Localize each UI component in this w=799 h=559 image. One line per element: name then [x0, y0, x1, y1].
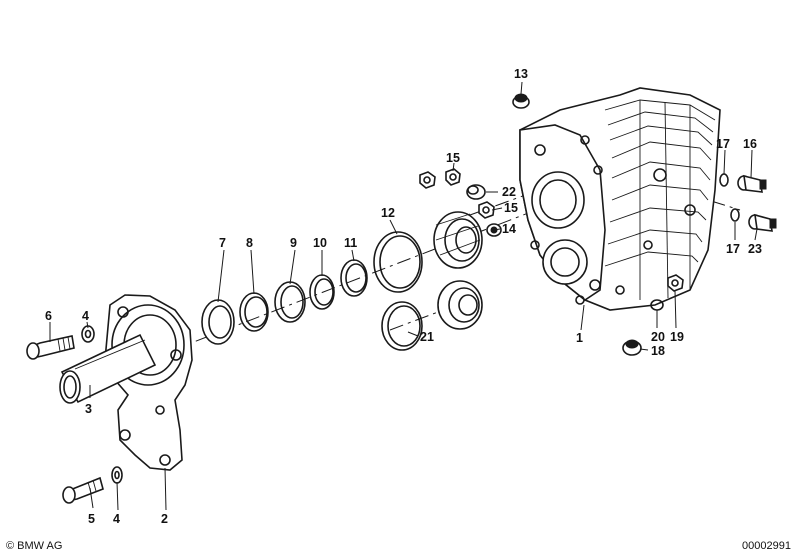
part-16-switch: [737, 174, 767, 193]
part-9-ring: [274, 281, 306, 323]
part-18-drain-plug: [622, 339, 642, 356]
callout-12: 12: [381, 206, 395, 220]
callout-14: 14: [502, 222, 516, 236]
callout-2: 2: [161, 512, 168, 526]
part-4-washer-top: [81, 325, 95, 343]
callout-15-mid: 15: [504, 201, 518, 215]
callout-13: 13: [514, 67, 528, 81]
copyright-notice: © BMW AG: [6, 540, 63, 552]
gearbox-housing: [519, 87, 721, 311]
callout-numbers: 1 2 3 4 4 5 6 7 8 9 10 11 12 13 14 15 15…: [45, 67, 762, 526]
callout-20: 20: [651, 330, 665, 344]
callout-leaders: [49, 81, 758, 511]
callout-6: 6: [45, 309, 52, 323]
front-cover: [104, 294, 193, 471]
callout-4-top: 4: [82, 309, 89, 323]
callout-15-top: 15: [446, 151, 460, 165]
part-4-washer-bottom: [111, 466, 123, 484]
part-23-switch: [748, 213, 777, 232]
input-shaft-sleeve: [59, 333, 157, 404]
callout-4-bottom: 4: [113, 512, 120, 526]
callout-11: 11: [344, 236, 357, 250]
callout-7: 7: [219, 236, 226, 250]
callout-19: 19: [670, 330, 684, 344]
callout-5: 5: [88, 512, 95, 526]
part-7-seal: [201, 299, 235, 345]
part-8-circlip: [239, 292, 269, 332]
callout-21: 21: [420, 330, 434, 344]
callout-10: 10: [313, 236, 327, 250]
callout-3: 3: [85, 402, 92, 416]
callout-17-bottom: 17: [726, 242, 740, 256]
part-12-ring: [373, 231, 423, 293]
callout-18: 18: [651, 344, 665, 358]
callout-16: 16: [743, 137, 757, 151]
callout-1: 1: [576, 331, 583, 345]
part-22-plug: [466, 184, 486, 200]
callout-8: 8: [246, 236, 253, 250]
part-15-nuts: [419, 168, 495, 219]
callout-9: 9: [290, 236, 297, 250]
part-21-ring: [381, 301, 423, 351]
callout-23: 23: [748, 242, 762, 256]
part-11-ring: [340, 259, 368, 297]
part-17-washers: [719, 173, 740, 222]
part-13-cap: [512, 93, 530, 109]
document-number: 00002991: [742, 540, 791, 552]
callout-22: 22: [502, 185, 516, 199]
upper-bearing: [433, 211, 483, 269]
lower-bearing: [437, 280, 483, 330]
callout-17-top: 17: [716, 137, 730, 151]
part-6-bolt: [26, 335, 75, 360]
part-5-bolt: [62, 476, 104, 504]
part-19-nut: [667, 274, 684, 292]
